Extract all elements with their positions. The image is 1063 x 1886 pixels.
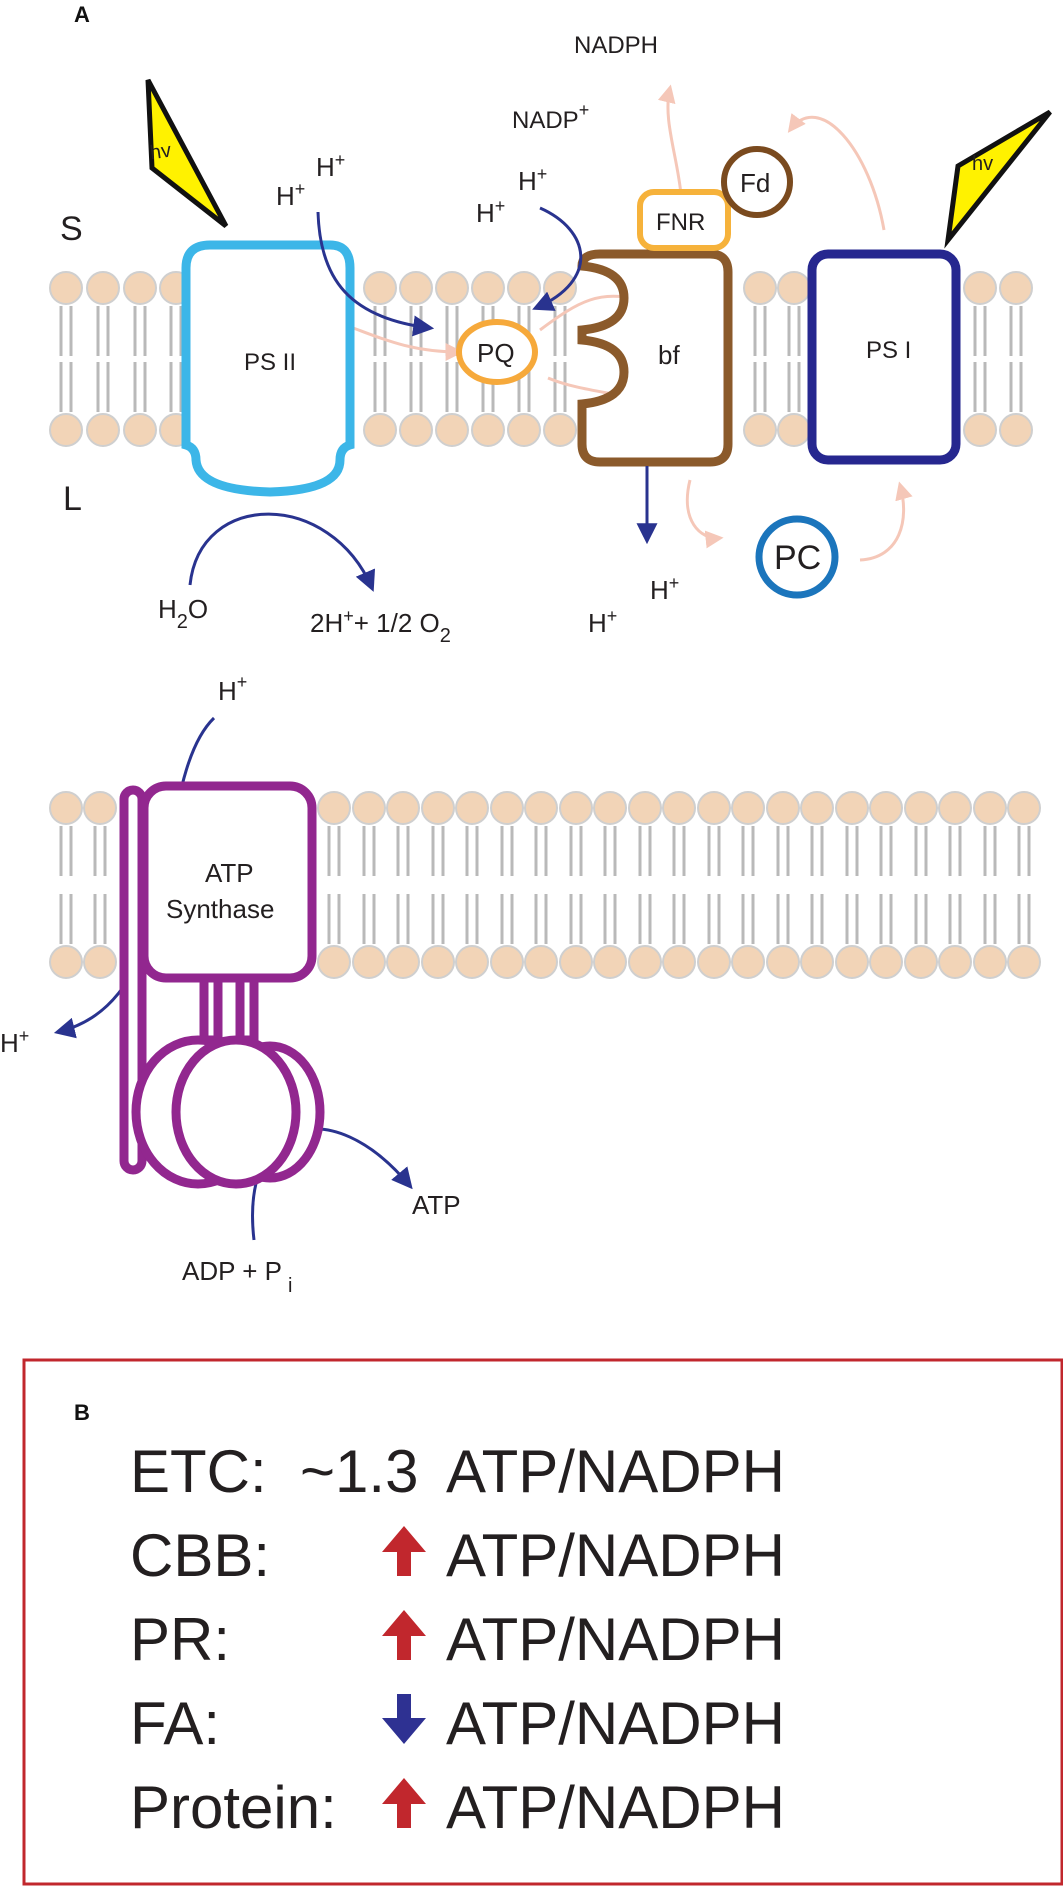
photosystem-2: PS II — [181, 240, 355, 497]
light-left-icon: hv — [145, 78, 229, 228]
oxygen-products-label: 2H++ 1/2 O2 — [310, 606, 451, 647]
proton-label-bf-a: H+ — [476, 196, 505, 228]
lipid — [593, 791, 627, 979]
atp-label: ATP — [412, 1190, 461, 1220]
ratio-row-unit: ATP/NADPH — [446, 1690, 785, 1757]
svg-text:hv: hv — [972, 153, 993, 175]
svg-text:PS I: PS I — [866, 337, 911, 364]
ratio-row-label: Protein: — [130, 1774, 337, 1841]
atp-synthase — [119, 781, 325, 1189]
stroma-side-label: S — [60, 210, 83, 248]
lipid — [49, 791, 83, 979]
lipid — [628, 791, 662, 979]
svg-text:PQ: PQ — [477, 338, 515, 368]
lipid — [123, 271, 157, 447]
panel-a-letter: A — [74, 2, 90, 27]
nadp-label: NADP+ — [512, 100, 589, 134]
svg-text:PS II: PS II — [244, 349, 296, 376]
lipid — [455, 791, 489, 979]
proton-label-ps2-a: H+ — [276, 179, 305, 211]
lipid — [777, 271, 811, 447]
lipid — [471, 271, 505, 447]
lipid — [743, 271, 777, 447]
cytochrome-bf: bf — [577, 249, 733, 467]
lipid — [543, 271, 577, 447]
increase-arrow-icon — [382, 1778, 426, 1828]
increase-arrow-icon — [382, 1610, 426, 1660]
ferredoxin-nadp-reductase: FNR — [637, 189, 731, 251]
lumen-side-label: L — [63, 480, 82, 518]
proton-label-ps2-b: H+ — [316, 150, 345, 182]
lipid — [904, 791, 938, 979]
ratio-row: Protein: ATP/NADPH — [130, 1774, 785, 1841]
lipid — [731, 791, 765, 979]
ratio-row: ETC: ~1.3 ATP/NADPH — [130, 1438, 785, 1505]
lipid — [386, 791, 420, 979]
proton-label-bf-b: H+ — [518, 164, 547, 196]
ratio-row: PR: ATP/NADPH — [130, 1606, 785, 1673]
ratio-row-label: PR: — [130, 1606, 230, 1673]
lipid — [317, 791, 351, 979]
photosystem-1: PS I — [807, 249, 961, 465]
plastocyanin: PC — [755, 515, 839, 599]
lipid — [524, 791, 558, 979]
lipid — [662, 791, 696, 979]
lipid — [835, 791, 869, 979]
plastoquinone: PQ — [456, 319, 538, 385]
lipid — [999, 271, 1033, 447]
svg-text:FNR: FNR — [656, 209, 705, 236]
panel-b-box — [22, 1358, 1063, 1886]
lipid — [973, 791, 1007, 979]
lipid — [697, 791, 731, 979]
lipid — [938, 791, 972, 979]
proton-label-lumen-b: H+ — [650, 573, 679, 605]
svg-text:hv: hv — [149, 140, 173, 165]
lipid — [559, 791, 593, 979]
ratio-row: CBB: ATP/NADPH — [130, 1522, 785, 1589]
lipid — [399, 271, 433, 447]
ferredoxin: Fd — [721, 146, 793, 218]
lipid — [363, 271, 397, 447]
svg-text:PC: PC — [774, 539, 821, 577]
proton-label-atp-out: H+ — [0, 1026, 29, 1058]
ratio-row-unit: ATP/NADPH — [446, 1606, 785, 1673]
lipid — [421, 791, 455, 979]
light-right-icon: hv — [944, 109, 1052, 249]
ratio-row-value: ~1.3 — [300, 1438, 418, 1505]
atp-synthase-label-2: Synthase — [166, 894, 274, 924]
svg-text:Fd: Fd — [740, 168, 770, 198]
lipid — [86, 271, 120, 447]
water-label: H2O — [158, 594, 208, 633]
lipid — [869, 791, 903, 979]
atp-synthase-membrane — [49, 791, 1041, 979]
lipid — [435, 271, 469, 447]
lipid — [490, 791, 524, 979]
atp-synthase-label-1: ATP — [205, 858, 254, 888]
decrease-arrow-icon — [382, 1694, 426, 1744]
svg-text:bf: bf — [658, 340, 680, 370]
ratio-row-label: ETC: — [130, 1438, 267, 1505]
lipid — [83, 791, 117, 979]
lipid — [963, 271, 997, 447]
lipid — [1007, 791, 1041, 979]
ratio-row-unit: ATP/NADPH — [446, 1774, 785, 1841]
proton-label-atp-in: H+ — [218, 672, 247, 706]
ratio-row: FA: ATP/NADPH — [130, 1690, 785, 1757]
lipid — [800, 791, 834, 979]
lipid — [766, 791, 800, 979]
proton-label-lumen-a: H+ — [588, 606, 617, 638]
lipid — [49, 271, 83, 447]
lipid — [352, 791, 386, 979]
ratio-row-label: CBB: — [130, 1522, 270, 1589]
panel-b-letter: B — [74, 1400, 90, 1425]
increase-arrow-icon — [382, 1526, 426, 1576]
nadph-label: NADPH — [574, 32, 658, 59]
ratio-row-label: FA: — [130, 1690, 220, 1757]
ratio-row-unit: ATP/NADPH — [446, 1438, 785, 1505]
ratio-row-unit: ATP/NADPH — [446, 1522, 785, 1589]
